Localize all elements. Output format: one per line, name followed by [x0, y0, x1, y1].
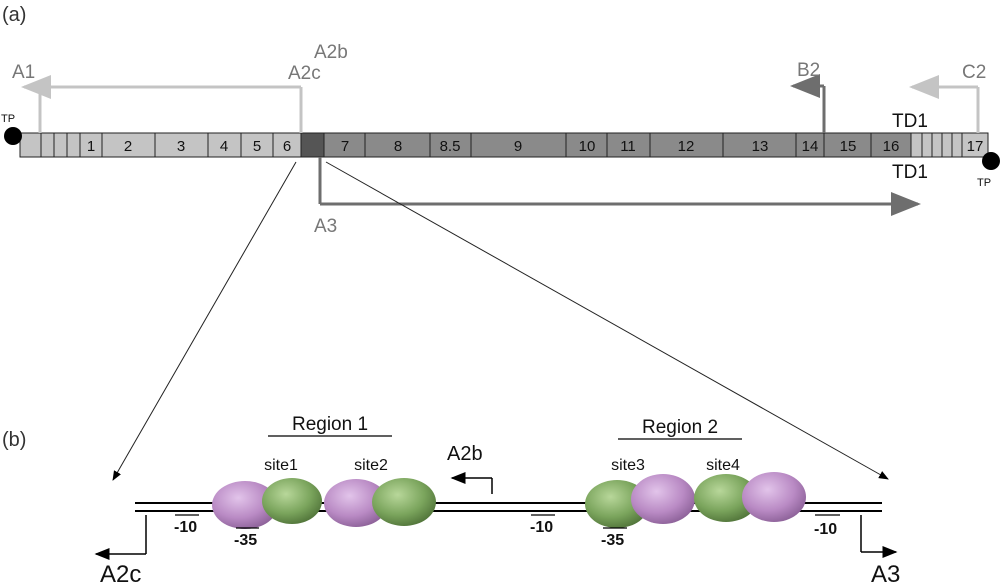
td1-label-top: TD1 [892, 111, 928, 132]
a1-label: A1 [12, 62, 35, 83]
segment-12: 12 [678, 138, 695, 155]
segment-1: 1 [87, 138, 95, 155]
segment-3: 3 [177, 138, 185, 155]
tp-label-left: TP [1, 113, 15, 125]
segment-5: 5 [253, 138, 261, 155]
a3-label: A3 [871, 561, 900, 584]
a2b-label: A2b [447, 443, 483, 465]
a2c-promoter-arrow [94, 515, 147, 560]
region1-label: Region 1 [292, 414, 368, 435]
site3-label: site3 [611, 457, 645, 474]
segment-13: 13 [752, 138, 769, 155]
site1-label: site1 [264, 457, 298, 474]
a3-promoter-arrow [860, 515, 898, 558]
protein-site1-site2 [212, 478, 436, 529]
minus10-box-a2b: -10 [530, 519, 553, 536]
minus10-box-a3: -10 [814, 521, 837, 538]
segment-10: 10 [579, 138, 596, 155]
panel-b-label: (b) [2, 429, 26, 451]
site2-label: site2 [354, 457, 388, 474]
a3-transcript [318, 157, 921, 216]
genome-bar: 1 2 3 4 5 6 7 8 8.5 9 10 11 12 13 14 15 … [19, 132, 989, 158]
segment-14: 14 [802, 138, 819, 155]
b2-label: B2 [797, 60, 820, 81]
segment-16: 16 [883, 138, 900, 155]
segment-4: 4 [220, 138, 228, 155]
site4-label: site4 [706, 457, 740, 474]
segment-7: 7 [341, 138, 349, 155]
panel-a-label: (a) [2, 4, 26, 26]
td1-label-bottom: TD1 [892, 162, 928, 183]
segment-9: 9 [514, 138, 522, 155]
protein-site3-site4 [585, 472, 806, 528]
a1-a2c-transcript [21, 75, 303, 133]
segment-17: 17 [967, 138, 984, 155]
minus35-box-a2b: -35 [601, 532, 624, 549]
segment-8-5: 8.5 [440, 138, 461, 155]
terminal-protein-right [982, 152, 1000, 170]
segment-2: 2 [124, 138, 132, 155]
region2-label: Region 2 [642, 417, 718, 438]
b2-transcript [790, 74, 826, 133]
a2b-promoter-arrow [450, 472, 493, 494]
segment-8: 8 [394, 138, 402, 155]
a2c-label: A2c [100, 561, 141, 584]
zoom-line-right [325, 161, 889, 480]
a3-label-top: A3 [314, 216, 337, 237]
segment-15: 15 [840, 138, 857, 155]
a2c-label-top: A2c [288, 63, 321, 84]
minus35-box-a2c: -35 [234, 532, 257, 549]
a2b-label-top: A2b [314, 42, 348, 63]
terminal-protein-left [4, 127, 22, 145]
tp-label-right: TP [977, 177, 991, 189]
zoom-line-left [112, 161, 297, 481]
segment-11: 11 [620, 138, 636, 155]
c2-label: C2 [962, 62, 986, 83]
c2-transcript [909, 75, 980, 133]
segment-6: 6 [283, 138, 291, 155]
minus10-box-a2c: -10 [174, 519, 197, 536]
